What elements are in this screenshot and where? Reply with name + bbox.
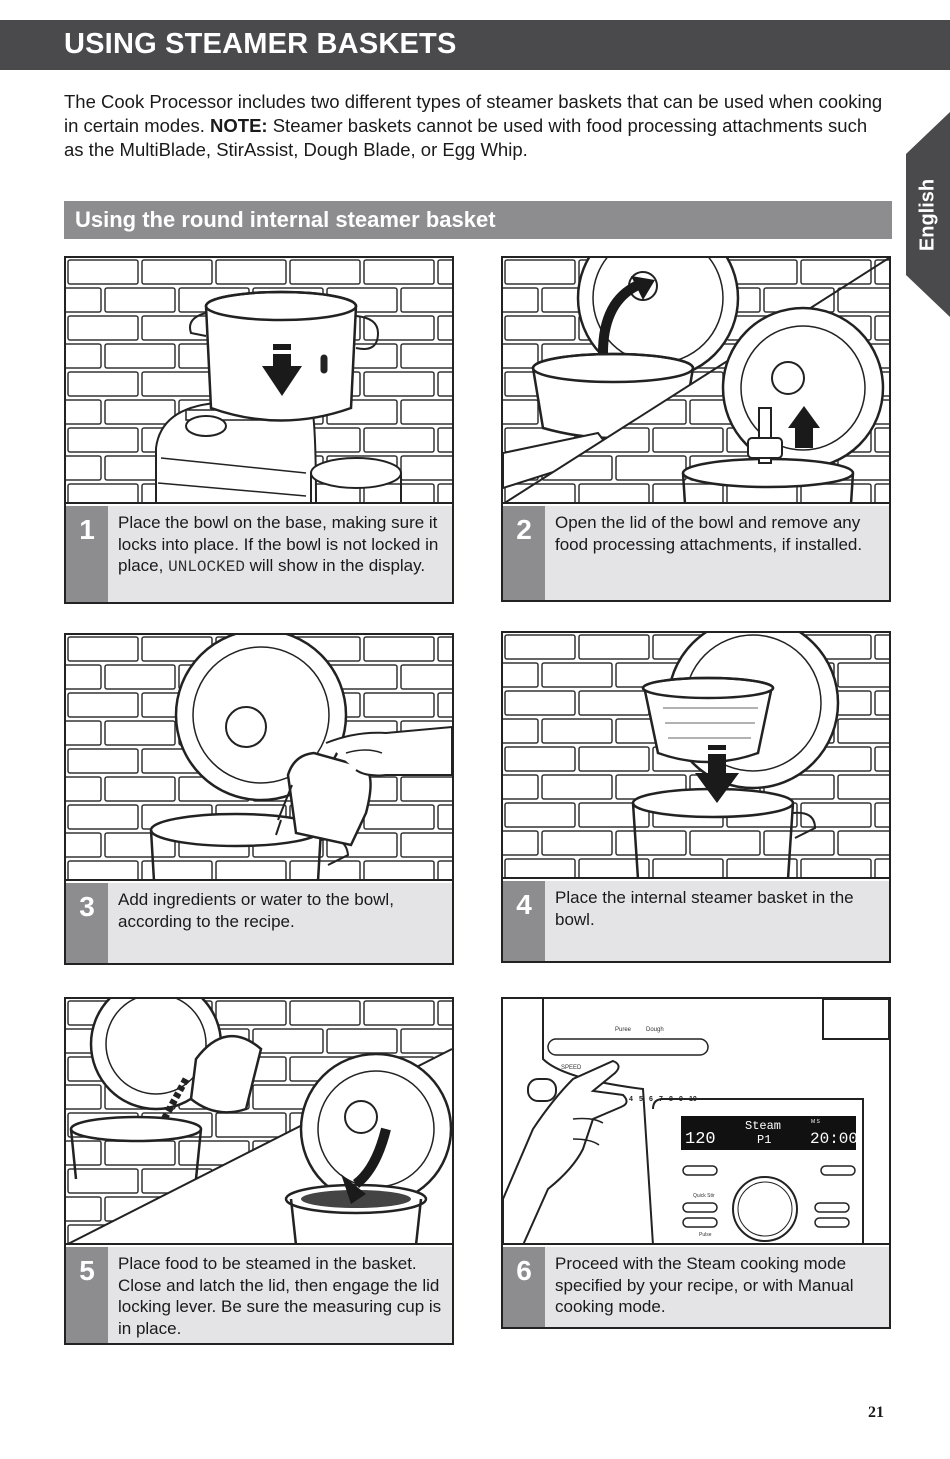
section-heading: Using the round internal steamer basket [75, 207, 496, 232]
step-1-illustration [66, 258, 452, 504]
display-time-units: M S [811, 1119, 821, 1125]
mode-label-dough: Dough [646, 1027, 664, 1033]
step-3-panel: 3 Add ingredients or water to the bowl, … [64, 633, 454, 965]
intro-text-1: The Cook Processor includes two differen… [64, 91, 883, 136]
language-tab: English [906, 112, 950, 317]
step-1-drawing [66, 258, 452, 502]
scale-9: 9 [679, 1096, 683, 1103]
display-time: 20:00 [810, 1130, 858, 1148]
section-heading-bar: Using the round internal steamer basket [64, 201, 892, 239]
page-title: USING STEAMER BASKETS [64, 28, 457, 60]
step-4-drawing [503, 633, 889, 877]
display-program: P1 [757, 1133, 771, 1147]
step-2-drawing [503, 258, 889, 502]
step-3-text: Add ingredients or water to the bowl, ac… [118, 890, 394, 931]
step-2-illustration [503, 258, 889, 504]
step-2-caption: 2 Open the lid of the bowl and remove an… [503, 506, 889, 600]
step-5-text: Place food to be steamed in the basket. … [118, 1254, 442, 1338]
step-6-number: 6 [503, 1247, 545, 1327]
step-6-panel: Puree Dough SPEED 2 3 4 5 6 7 8 9 10 120… [501, 997, 891, 1329]
step-3-caption: 3 Add ingredients or water to the bowl, … [66, 883, 452, 963]
step-4-text: Place the internal steamer basket in the… [555, 888, 854, 929]
speed-label: SPEED [561, 1065, 582, 1071]
scale-10: 10 [689, 1096, 697, 1103]
step-4-illustration [503, 633, 889, 879]
step-4-caption: 4 Place the internal steamer basket in t… [503, 881, 889, 961]
display-temp: 120 [685, 1130, 716, 1149]
page-number: 21 [868, 1404, 884, 1421]
mode-label-puree: Puree [615, 1027, 632, 1033]
step-5-number: 5 [66, 1247, 108, 1343]
intro-paragraph: The Cook Processor includes two differen… [64, 90, 884, 162]
step-1-panel: 1 Place the bowl on the base, making sur… [64, 256, 454, 604]
step-4-number: 4 [503, 881, 545, 961]
step-3-number: 3 [66, 883, 108, 963]
step-6-drawing: Puree Dough SPEED 2 3 4 5 6 7 8 9 10 120… [503, 999, 889, 1243]
step-2-text: Open the lid of the bowl and remove any … [555, 513, 863, 554]
scale-5: 5 [639, 1096, 643, 1103]
title-bar: USING STEAMER BASKETS [0, 20, 950, 70]
step-5-drawing [66, 999, 452, 1243]
step-1-text: Place the bowl on the base, making sure … [118, 512, 444, 579]
step-1-number: 1 [66, 506, 108, 602]
step-6-illustration: Puree Dough SPEED 2 3 4 5 6 7 8 9 10 120… [503, 999, 889, 1245]
scale-7: 7 [659, 1096, 663, 1103]
quick-stir-label: Quick Stir [693, 1193, 715, 1199]
step-6-text: Proceed with the Steam cooking mode spec… [555, 1254, 854, 1316]
step-1-text-after: will show in the display. [249, 556, 426, 575]
step-1-text-before: Place the bowl on the base, making sure … [118, 513, 439, 575]
step-5-panel: 5 Place food to be steamed in the basket… [64, 997, 454, 1345]
step-2-panel: 2 Open the lid of the bowl and remove an… [501, 256, 891, 602]
pulse-label: Pulse [699, 1232, 712, 1238]
note-label: NOTE: [210, 115, 268, 136]
scale-8: 8 [669, 1096, 673, 1103]
step-6-caption: 6 Proceed with the Steam cooking mode sp… [503, 1247, 889, 1327]
step-3-illustration [66, 635, 452, 881]
step-5-caption: 5 Place food to be steamed in the basket… [66, 1247, 452, 1343]
intro-text-2: Steamer baskets cannot be used with food… [64, 115, 868, 160]
step-5-illustration [66, 999, 452, 1245]
step-3-drawing [66, 635, 452, 879]
scale-4: 4 [629, 1096, 633, 1103]
step-4-panel: 4 Place the internal steamer basket in t… [501, 631, 891, 963]
step-1-caption: 1 Place the bowl on the base, making sur… [66, 506, 452, 602]
display-mode: Steam [745, 1119, 781, 1133]
step-2-number: 2 [503, 506, 545, 600]
scale-6: 6 [649, 1096, 653, 1103]
step-1-display-text: UNLOCKED [168, 558, 245, 576]
language-tab-label: English [916, 178, 939, 251]
